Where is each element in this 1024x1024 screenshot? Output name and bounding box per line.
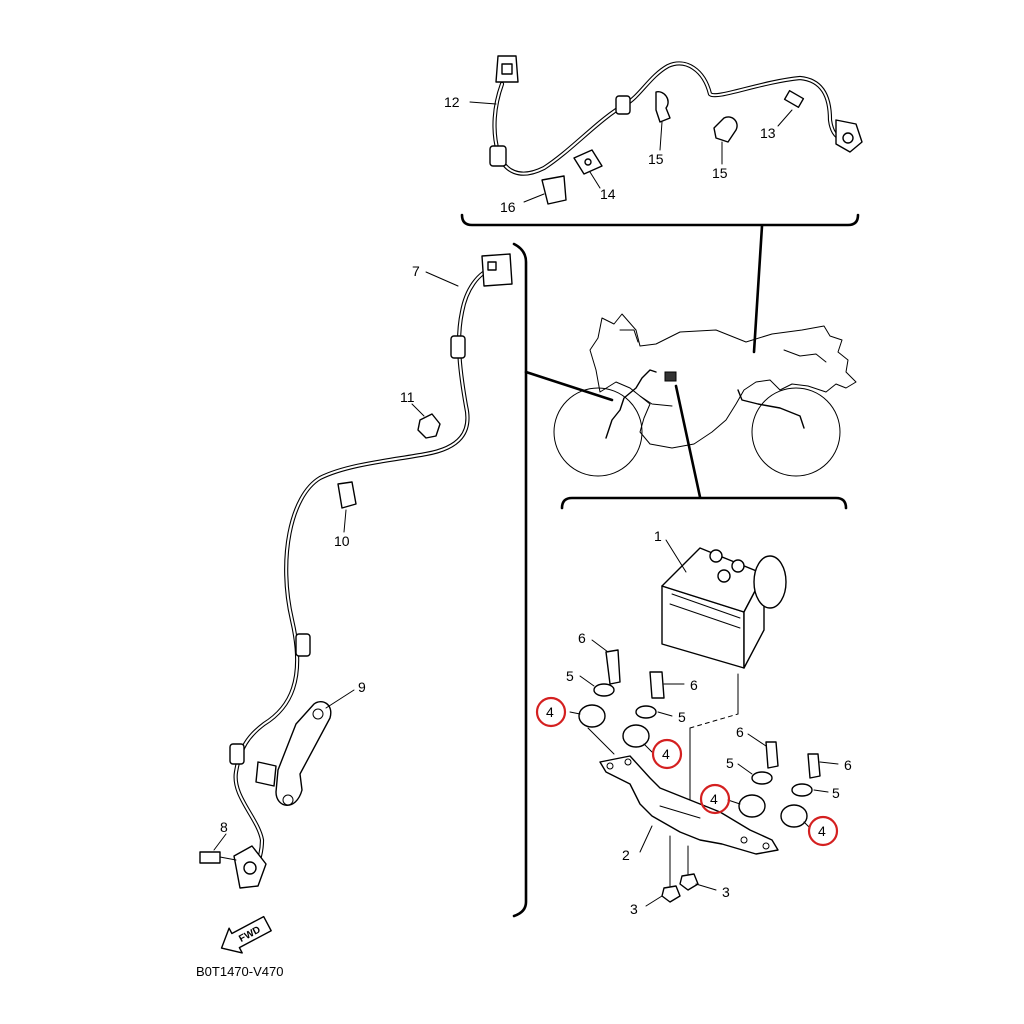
bolt-group-6 bbox=[605, 649, 821, 779]
callout-3-left: 3 bbox=[630, 901, 638, 917]
callout-5-c: 5 bbox=[726, 755, 734, 771]
callout-13: 13 bbox=[760, 125, 776, 141]
callout-9: 9 bbox=[358, 679, 366, 695]
highlight-rings-part-4 bbox=[535, 696, 839, 847]
callout-4-c: 4 bbox=[710, 791, 718, 807]
fwd-arrow-icon: FWD bbox=[220, 915, 272, 954]
callout-15-a: 15 bbox=[648, 151, 664, 167]
callout-6-d: 6 bbox=[844, 757, 852, 773]
abs-unit-frame bbox=[560, 496, 848, 510]
callout-5-a: 5 bbox=[566, 668, 574, 684]
callout-4-d: 4 bbox=[818, 823, 826, 839]
highlight-ring bbox=[699, 783, 731, 815]
callout-16: 16 bbox=[500, 199, 516, 215]
front-wire-frame bbox=[512, 242, 528, 918]
callout-7: 7 bbox=[412, 263, 420, 279]
motorcycle-silhouette bbox=[553, 313, 857, 477]
leader-abs-to-bike bbox=[674, 384, 702, 499]
callout-6-b: 6 bbox=[690, 677, 698, 693]
front-wheel-sensor-lead bbox=[199, 253, 513, 889]
callout-6-a: 6 bbox=[578, 630, 586, 646]
leader-front-to-bike bbox=[524, 370, 614, 402]
diagram-code: B0T1470-V470 bbox=[196, 964, 283, 979]
callout-5-b: 5 bbox=[678, 709, 686, 725]
callout-10: 10 bbox=[334, 533, 350, 549]
abs-hydraulic-unit bbox=[661, 547, 787, 669]
nut-group-3 bbox=[661, 873, 699, 903]
collar-group-5 bbox=[593, 683, 813, 797]
callout-6-c: 6 bbox=[736, 724, 744, 740]
rear-sensor-frame bbox=[460, 213, 860, 227]
highlight-ring bbox=[651, 738, 683, 770]
grommet-group-4 bbox=[578, 704, 808, 828]
leader-rear-to-bike bbox=[752, 224, 764, 354]
callout-4-b: 4 bbox=[662, 746, 670, 762]
abs-bracket bbox=[599, 755, 779, 855]
highlight-ring bbox=[535, 696, 567, 728]
callout-1: 1 bbox=[654, 528, 662, 544]
callout-4-a: 4 bbox=[546, 704, 554, 720]
mount-guide-lines bbox=[587, 673, 739, 887]
callout-11: 11 bbox=[400, 389, 415, 405]
callout-8: 8 bbox=[220, 819, 228, 835]
callout-2: 2 bbox=[622, 847, 630, 863]
callout-14: 14 bbox=[600, 186, 616, 202]
callout-3-right: 3 bbox=[722, 884, 730, 900]
callout-12: 12 bbox=[444, 94, 460, 110]
highlight-ring bbox=[807, 815, 839, 847]
callouts: 1 2 3 3 4 4 4 4 5 5 5 5 6 6 6 6 7 8 9 10… bbox=[220, 94, 852, 917]
callout-5-d: 5 bbox=[832, 785, 840, 801]
callout-15-b: 15 bbox=[712, 165, 728, 181]
rear-wheel-sensor-lead bbox=[489, 55, 863, 205]
